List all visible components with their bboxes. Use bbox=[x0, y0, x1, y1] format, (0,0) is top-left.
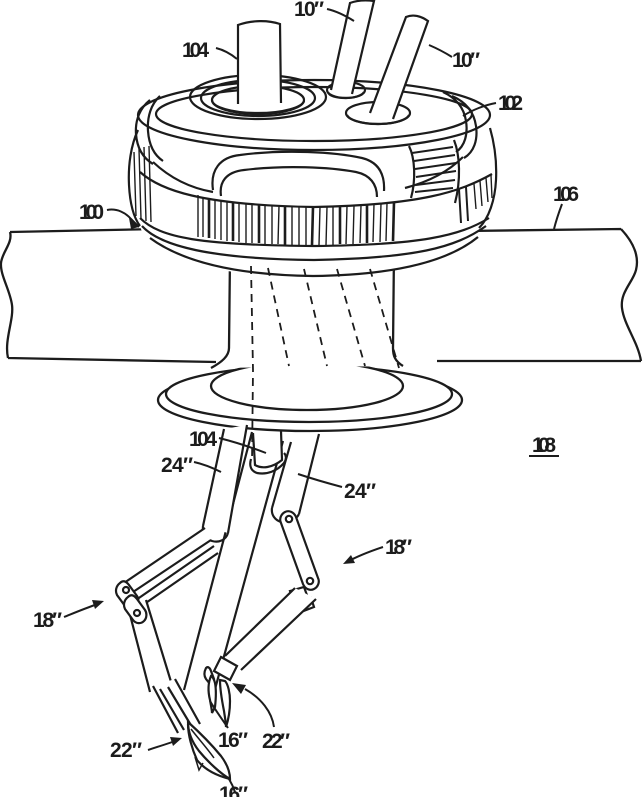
svg-text:100: 100 bbox=[79, 201, 104, 224]
svg-text:24″: 24″ bbox=[344, 480, 376, 503]
svg-text:16″: 16″ bbox=[219, 783, 248, 797]
svg-text:106: 106 bbox=[553, 183, 579, 206]
svg-text:108: 108 bbox=[532, 434, 556, 457]
svg-text:10″: 10″ bbox=[452, 49, 480, 72]
svg-text:102: 102 bbox=[498, 92, 523, 115]
svg-text:22″: 22″ bbox=[262, 730, 290, 753]
svg-text:18″: 18″ bbox=[385, 536, 412, 559]
svg-text:18″: 18″ bbox=[33, 609, 62, 632]
svg-text:10″: 10″ bbox=[294, 0, 324, 21]
svg-text:22″: 22″ bbox=[110, 739, 142, 762]
svg-text:24″: 24″ bbox=[161, 454, 193, 477]
svg-text:104: 104 bbox=[189, 428, 217, 451]
svg-text:104: 104 bbox=[182, 39, 209, 62]
svg-text:16″: 16″ bbox=[218, 729, 248, 752]
